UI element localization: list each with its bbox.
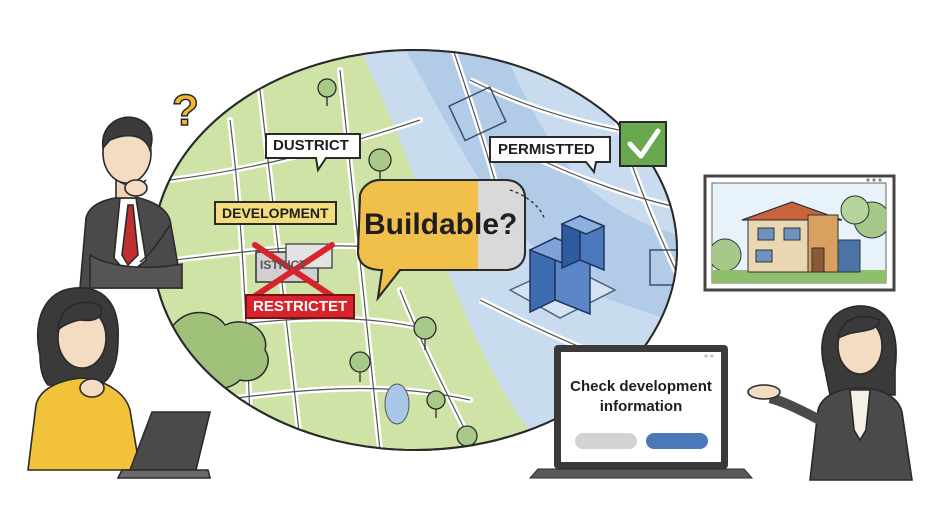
buildable-question: Buildable? [364,208,518,241]
sign-text: ISTRICT [260,258,307,272]
pond [384,383,410,425]
development-label: DEVELOPMENT [214,201,337,225]
laptop-button-grey[interactable] [575,433,637,449]
permitted-label: PERMISTTED [498,141,595,158]
house-picture-frame [703,174,896,292]
red-x-icon [252,242,335,299]
laptop-screen-text: Check development information [570,378,712,415]
svg-text:?: ? [172,86,199,135]
man-thinking [79,116,183,289]
restricted-label: RESTRICTET [245,294,356,319]
building-model [508,214,617,319]
district-label: DUSTRICT [273,137,349,154]
tree-icon [317,78,478,450]
question-mark-icon: ? [171,85,199,136]
laptop-button-blue[interactable] [646,433,708,449]
check-mark-icon [619,121,667,167]
label-frames [265,133,611,175]
businesswoman-presenting [747,305,913,481]
woman-with-laptop [27,287,212,479]
house-icon [741,201,861,273]
pointer-line [509,189,546,221]
speech-bubble [356,179,526,302]
